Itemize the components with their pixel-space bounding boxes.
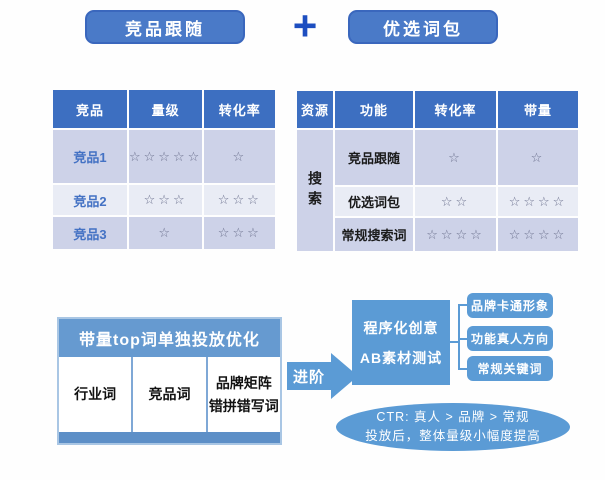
col-header-volume: 带量 [498, 91, 578, 128]
optimization-box-footer-strip [59, 432, 280, 443]
volume-rating: ☆☆☆☆ [498, 187, 578, 216]
volume-rating: ☆☆☆☆☆ [129, 130, 203, 183]
connector-line [458, 368, 467, 370]
table-header-row: 资源 功能 转化率 带量 [297, 91, 578, 128]
optimization-box-title: 带量top词单独投放优化 [59, 319, 280, 357]
table-row: 竞品1 ☆☆☆☆☆ ☆ [53, 130, 276, 183]
ab-test-box: 程序化创意 AB素材测试 [352, 300, 450, 385]
top-words-optimization-box: 带量top词单独投放优化 行业词 竞品词 品牌矩阵 错拼错写词 [57, 317, 282, 445]
preferred-wordpack-pill: 优选词包 [348, 10, 498, 44]
col-header-function: 功能 [335, 91, 413, 128]
resource-table: 资源 功能 转化率 带量 搜索 竞品跟随 ☆ ☆ 优选词包 ☆☆ ☆☆☆☆ 常规… [295, 89, 580, 253]
table-row: 搜索 竞品跟随 ☆ ☆ [297, 130, 578, 251]
word-category-label: 行业词 [74, 386, 117, 403]
col-header-volume: 量级 [129, 90, 203, 128]
word-category-label-line1: 品牌矩阵 [215, 375, 272, 392]
col-header-cvr: 转化率 [415, 91, 496, 128]
function-name: 竞品跟随 [335, 130, 413, 185]
optimization-box-body: 行业词 竞品词 品牌矩阵 错拼错写词 [59, 357, 280, 432]
bubble-regular-keywords: 常规关键词 [467, 356, 553, 381]
cvr-rating: ☆ [204, 130, 276, 183]
cvr-rating: ☆☆☆ [204, 185, 276, 215]
competitor-name: 竞品3 [53, 217, 127, 249]
bubble-label: 品牌卡通形象 [470, 299, 549, 313]
resource-label: 搜索 [307, 170, 323, 211]
progression-arrow: 进阶 [287, 362, 331, 390]
col-header-competitor: 竞品 [53, 90, 127, 128]
bubble-brand-cartoon: 品牌卡通形象 [467, 293, 553, 318]
competitor-follow-label: 竞品跟随 [125, 19, 205, 39]
table-row: 常规搜索词 ☆☆☆☆ ☆☆☆☆ [297, 218, 578, 251]
resource-merged-cell: 搜索 [297, 130, 333, 251]
progression-arrow-label: 进阶 [292, 368, 325, 386]
word-category-competitor: 竞品词 [131, 357, 205, 432]
preferred-wordpack-label: 优选词包 [383, 19, 463, 39]
volume-rating: ☆☆☆ [129, 185, 203, 215]
plus-icon: + [292, 2, 318, 49]
ab-test-line1: 程序化创意 [363, 319, 439, 336]
volume-rating: ☆ [129, 217, 203, 249]
function-name: 优选词包 [335, 187, 413, 216]
function-name: 常规搜索词 [335, 218, 413, 251]
connector-line [458, 338, 467, 340]
connector-line [458, 304, 460, 370]
ctr-result-line1: CTR: 真人 > 品牌 > 常规 [376, 409, 530, 424]
volume-rating: ☆☆☆☆ [498, 218, 578, 251]
ctr-result-ellipse: CTR: 真人 > 品牌 > 常规 投放后，整体量级小幅度提高 [336, 403, 570, 451]
table-row: 优选词包 ☆☆ ☆☆☆☆ [297, 187, 578, 216]
competitor-table: 竞品 量级 转化率 竞品1 ☆☆☆☆☆ ☆ 竞品2 ☆☆☆ ☆☆☆ 竞品3 ☆ … [51, 88, 277, 251]
competitor-follow-pill: 竞品跟随 [85, 10, 245, 44]
word-category-label-line2: 错拼错写词 [208, 397, 279, 414]
cvr-rating: ☆☆ [415, 187, 496, 216]
cvr-rating: ☆☆☆ [204, 217, 276, 249]
connector-line [458, 304, 467, 306]
bubble-label: 常规关键词 [477, 362, 543, 376]
bubble-label: 功能真人方向 [470, 332, 549, 346]
bubble-function-real-person: 功能真人方向 [467, 326, 553, 351]
cvr-rating: ☆☆☆☆ [415, 218, 496, 251]
competitor-name: 竞品2 [53, 185, 127, 215]
competitor-name: 竞品1 [53, 130, 127, 183]
cvr-rating: ☆ [415, 130, 496, 185]
volume-rating: ☆ [498, 130, 578, 185]
col-header-cvr: 转化率 [204, 90, 276, 128]
table-row: 竞品3 ☆ ☆☆☆ [53, 217, 276, 249]
table-row: 竞品2 ☆☆☆ ☆☆☆ [53, 185, 276, 215]
table-header-row: 竞品 量级 转化率 [53, 90, 276, 128]
ctr-result-line2: 投放后，整体量级小幅度提高 [365, 429, 541, 443]
word-category-brand-matrix: 品牌矩阵 错拼错写词 [205, 357, 280, 432]
ab-test-line2: AB素材测试 [359, 349, 443, 366]
word-category-label: 竞品词 [148, 386, 191, 403]
word-category-industry: 行业词 [59, 357, 131, 432]
col-header-resource: 资源 [297, 91, 333, 128]
connector-line [450, 341, 459, 343]
